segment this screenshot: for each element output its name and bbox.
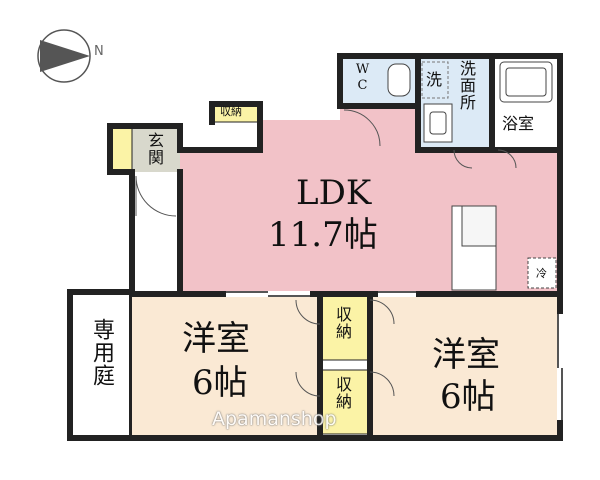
watermark-logo: Apamanshop xyxy=(212,408,337,430)
washroom-label: 洗面所 xyxy=(457,60,476,111)
storage-low-label: 収納 xyxy=(333,376,352,410)
refrigerator-label: 冷 xyxy=(536,267,547,280)
fridge-box xyxy=(527,257,557,289)
compass-icon xyxy=(37,29,91,83)
entrance-area xyxy=(132,128,180,172)
ldk-name: LDK xyxy=(296,173,372,213)
western-room-1-name: 洋室 xyxy=(182,319,250,359)
western-room-2-size: 6帖 xyxy=(440,377,496,417)
private-garden-label: 専用庭 xyxy=(89,318,114,387)
entrance-shoebox xyxy=(111,127,133,173)
toilet-label: WC xyxy=(355,62,370,94)
sliding-doors xyxy=(226,291,563,420)
washer-space xyxy=(421,61,449,99)
western-room-2 xyxy=(370,296,560,436)
compass-north-label: N xyxy=(94,44,104,59)
western-room-2-name: 洋室 xyxy=(432,335,500,375)
western-room-1-size: 6帖 xyxy=(192,363,248,403)
bathtub-icon xyxy=(499,61,553,103)
entrance-label: 玄関 xyxy=(145,132,164,166)
toilet-icon xyxy=(387,63,411,97)
private-garden-area xyxy=(67,289,135,441)
ldk-size: 11.7帖 xyxy=(268,215,378,255)
western-room-1 xyxy=(132,296,320,436)
storage-low-area xyxy=(321,369,369,435)
storage-mid-label: 収納 xyxy=(333,306,352,340)
sink-icon xyxy=(423,103,453,143)
bathroom-label: 浴室 xyxy=(502,114,535,133)
storage-top-label: 収納 xyxy=(220,105,242,118)
washer-label: 洗 xyxy=(426,70,443,89)
door-swings xyxy=(135,109,517,397)
